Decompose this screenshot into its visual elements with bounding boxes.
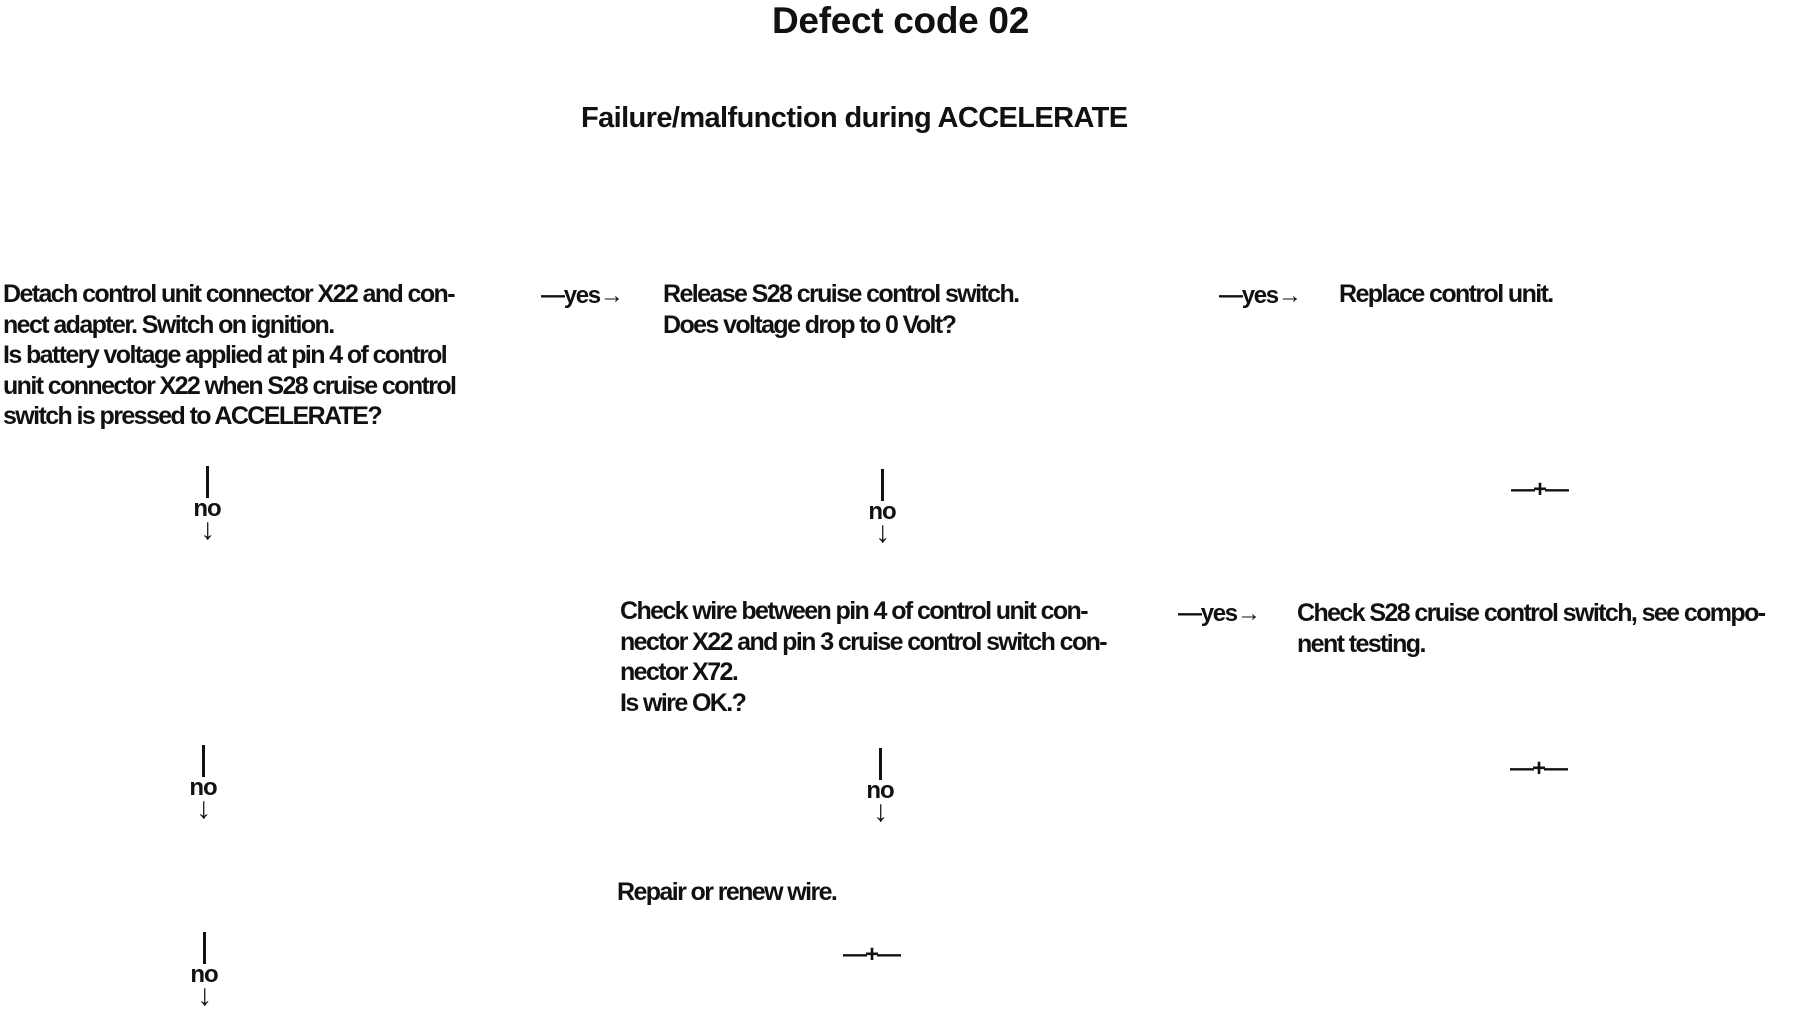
- step-line: Is wire OK.?: [620, 688, 747, 717]
- yes-arrow-2: —yes→: [1219, 282, 1302, 309]
- step-check-switch: Check S28 cruise control switch, see com…: [1297, 598, 1766, 659]
- no-arrow: no ↓: [860, 748, 900, 828]
- page-subtitle: Failure/malfunction during ACCELERATE: [581, 102, 1128, 134]
- end-marker: —+—: [1510, 755, 1568, 782]
- step-line: switch is pressed to ACCELERATE?: [3, 402, 383, 430]
- end-marker: —+—: [843, 941, 901, 968]
- step-line: Release S28 cruise control switch.: [663, 280, 1020, 308]
- down-arrow-icon: ↓: [196, 792, 211, 825]
- yes-arrow-3: —yes→: [1178, 600, 1261, 627]
- step-release-switch: Release S28 cruise control switch. Does …: [663, 279, 1020, 340]
- step-line: Does voltage drop to 0 Volt?: [663, 310, 957, 339]
- step-line: nect adapter. Switch on ignition.: [3, 310, 335, 339]
- page-title: Defect code 02: [772, 0, 1029, 41]
- connector-line: [205, 466, 209, 498]
- step-line: Repair or renew wire.: [617, 878, 838, 906]
- no-arrow: no ↓: [862, 469, 902, 549]
- step-line: Detach control unit connector X22 and co…: [3, 280, 456, 308]
- down-arrow-icon: ↓: [200, 513, 215, 546]
- no-label: no: [868, 498, 896, 525]
- connector-line: [201, 745, 205, 777]
- no-arrow: no ↓: [184, 932, 224, 1012]
- step-line: nector X72.: [620, 658, 739, 686]
- down-arrow-icon: ↓: [873, 795, 888, 828]
- connector-line: [202, 932, 206, 964]
- step-line: unit connector X22 when S28 cruise contr…: [3, 371, 457, 400]
- connector-line: [880, 469, 884, 501]
- step-line: Check S28 cruise control switch, see com…: [1297, 599, 1766, 627]
- no-label: no: [866, 777, 894, 804]
- no-label: no: [190, 961, 218, 988]
- no-arrow: no ↓: [183, 745, 223, 825]
- no-arrow: no ↓: [187, 466, 227, 546]
- step-line: Replace control unit.: [1339, 280, 1554, 308]
- step-line: nent testing.: [1297, 629, 1426, 658]
- step-line: Is battery voltage applied at pin 4 of c…: [3, 341, 448, 369]
- connector-line: [878, 748, 882, 780]
- down-arrow-icon: ↓: [197, 979, 212, 1012]
- down-arrow-icon: ↓: [875, 516, 890, 549]
- no-label: no: [189, 774, 217, 801]
- step-line: nector X22 and pin 3 cruise control swit…: [620, 627, 1108, 656]
- step-detach-connector: Detach control unit connector X22 and co…: [3, 279, 457, 432]
- no-label: no: [193, 495, 221, 522]
- step-repair-wire: Repair or renew wire.: [617, 877, 838, 908]
- end-marker: —+—: [1511, 476, 1569, 503]
- yes-arrow-1: —yes→: [541, 282, 624, 309]
- step-line: Check wire between pin 4 of control unit…: [620, 597, 1089, 625]
- step-check-wire: Check wire between pin 4 of control unit…: [620, 596, 1108, 718]
- step-replace-control-unit: Replace control unit.: [1339, 279, 1554, 310]
